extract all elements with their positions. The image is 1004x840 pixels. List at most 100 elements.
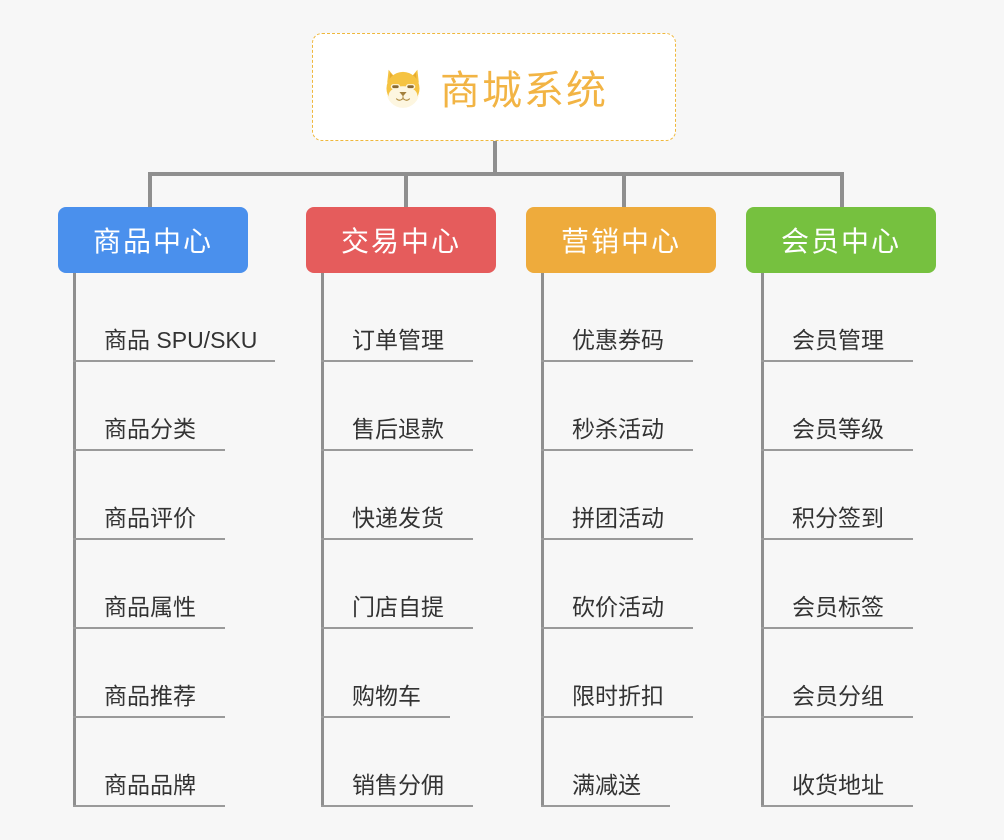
list-item[interactable]: 购物车 <box>306 629 496 718</box>
leaf-rule <box>541 716 693 718</box>
list-item[interactable]: 限时折扣 <box>526 629 716 718</box>
leaf-label: 商品推荐 <box>104 683 196 709</box>
list-item[interactable]: 会员管理 <box>746 273 936 362</box>
list-item[interactable]: 订单管理 <box>306 273 496 362</box>
leaf-label: 积分签到 <box>792 505 884 531</box>
list-item[interactable]: 商品 SPU/SKU <box>58 273 275 362</box>
list-item[interactable]: 商品品牌 <box>58 718 248 807</box>
branch-header-0[interactable]: 商品中心 <box>58 207 248 273</box>
list-item[interactable]: 快递发货 <box>306 451 496 540</box>
leaf-rule <box>73 716 225 718</box>
connector-stem <box>493 141 497 175</box>
list-item[interactable]: 积分签到 <box>746 451 936 540</box>
leaf-label: 满减送 <box>572 772 641 798</box>
leaf-rule <box>761 805 913 807</box>
leaf-rule <box>541 360 693 362</box>
list-item[interactable]: 售后退款 <box>306 362 496 451</box>
list-item[interactable]: 会员标签 <box>746 540 936 629</box>
leaf-rule <box>321 449 473 451</box>
leaf-list-3: 会员管理 会员等级 积分签到 会员标签 会员分组 <box>746 273 936 807</box>
leaf-label: 商品 SPU/SKU <box>104 327 258 353</box>
branch-member-center: 会员中心 会员管理 会员等级 积分签到 会员标签 <box>746 207 936 807</box>
branch-title-2: 营销中心 <box>560 226 681 257</box>
root-node[interactable]: 商城系统 <box>312 33 676 141</box>
leaf-label: 订单管理 <box>352 327 444 353</box>
leaf-label: 销售分佣 <box>352 772 444 798</box>
leaf-rule <box>321 360 473 362</box>
leaf-rule <box>541 627 693 629</box>
list-item[interactable]: 拼团活动 <box>526 451 716 540</box>
connector-drop-1 <box>404 175 408 207</box>
connector-bar <box>148 172 844 176</box>
connector-drop-3 <box>840 175 844 207</box>
leaf-rule <box>73 538 225 540</box>
branch-body-0: 商品 SPU/SKU 商品分类 商品评价 商品属性 商品推荐 <box>58 273 275 807</box>
list-item[interactable]: 满减送 <box>526 718 716 807</box>
leaf-label: 会员标签 <box>792 594 884 620</box>
leaf-list-0: 商品 SPU/SKU 商品分类 商品评价 商品属性 商品推荐 <box>58 273 275 807</box>
list-item[interactable]: 收货地址 <box>746 718 936 807</box>
leaf-rule <box>321 538 473 540</box>
list-item[interactable]: 商品属性 <box>58 540 248 629</box>
leaf-rule <box>73 449 225 451</box>
leaf-rule <box>321 627 473 629</box>
leaf-list-2: 优惠券码 秒杀活动 拼团活动 砍价活动 限时折扣 <box>526 273 716 807</box>
list-item[interactable]: 优惠券码 <box>526 273 716 362</box>
branch-trade-center: 交易中心 订单管理 售后退款 快递发货 门店自提 <box>306 207 496 807</box>
leaf-label: 砍价活动 <box>572 594 664 620</box>
branch-spine-0 <box>73 273 76 807</box>
list-item[interactable]: 砍价活动 <box>526 540 716 629</box>
list-item[interactable]: 商品推荐 <box>58 629 248 718</box>
leaf-label: 门店自提 <box>352 594 444 620</box>
list-item[interactable]: 会员分组 <box>746 629 936 718</box>
list-item[interactable]: 销售分佣 <box>306 718 496 807</box>
leaf-label: 售后退款 <box>352 416 444 442</box>
leaf-label: 限时折扣 <box>572 683 664 709</box>
branch-body-3: 会员管理 会员等级 积分签到 会员标签 会员分组 <box>746 273 936 807</box>
branch-spine-2 <box>541 273 544 807</box>
leaf-rule <box>761 627 913 629</box>
branch-header-2[interactable]: 营销中心 <box>526 207 716 273</box>
leaf-rule <box>761 716 913 718</box>
branch-product-center: 商品中心 商品 SPU/SKU 商品分类 商品评价 商品属性 <box>58 207 275 807</box>
branch-header-1[interactable]: 交易中心 <box>306 207 496 273</box>
root-title: 商城系统 <box>440 69 608 113</box>
leaf-label: 优惠券码 <box>572 327 664 353</box>
leaf-rule <box>321 805 473 807</box>
leaf-rule <box>761 449 913 451</box>
leaf-label: 收货地址 <box>792 772 884 798</box>
leaf-label: 商品分类 <box>104 416 196 442</box>
leaf-label: 商品属性 <box>104 594 196 620</box>
branch-spine-3 <box>761 273 764 807</box>
list-item[interactable]: 会员等级 <box>746 362 936 451</box>
leaf-label: 会员分组 <box>792 683 884 709</box>
connector-drop-0 <box>148 175 152 207</box>
shiba-dog-face-icon <box>380 64 426 110</box>
leaf-rule <box>761 538 913 540</box>
list-item[interactable]: 门店自提 <box>306 540 496 629</box>
branch-spine-1 <box>321 273 324 807</box>
list-item[interactable]: 秒杀活动 <box>526 362 716 451</box>
leaf-rule <box>541 449 693 451</box>
leaf-rule <box>541 538 693 540</box>
leaf-rule <box>321 716 450 718</box>
list-item[interactable]: 商品分类 <box>58 362 248 451</box>
leaf-rule <box>73 360 275 362</box>
leaf-label: 会员等级 <box>792 416 884 442</box>
connector-drop-2 <box>622 175 626 207</box>
leaf-label: 快递发货 <box>352 505 444 531</box>
branch-marketing-center: 营销中心 优惠券码 秒杀活动 拼团活动 砍价活动 <box>526 207 716 807</box>
leaf-list-1: 订单管理 售后退款 快递发货 门店自提 购物车 <box>306 273 496 807</box>
leaf-label: 商品评价 <box>104 505 196 531</box>
branch-title-3: 会员中心 <box>780 226 901 257</box>
leaf-label: 秒杀活动 <box>572 416 664 442</box>
leaf-label: 购物车 <box>352 683 421 709</box>
branch-title-1: 交易中心 <box>340 226 461 257</box>
branch-header-3[interactable]: 会员中心 <box>746 207 936 273</box>
branch-body-2: 优惠券码 秒杀活动 拼团活动 砍价活动 限时折扣 <box>526 273 716 807</box>
leaf-rule <box>73 805 225 807</box>
list-item[interactable]: 商品评价 <box>58 451 248 540</box>
leaf-rule <box>761 360 913 362</box>
leaf-rule <box>73 627 225 629</box>
